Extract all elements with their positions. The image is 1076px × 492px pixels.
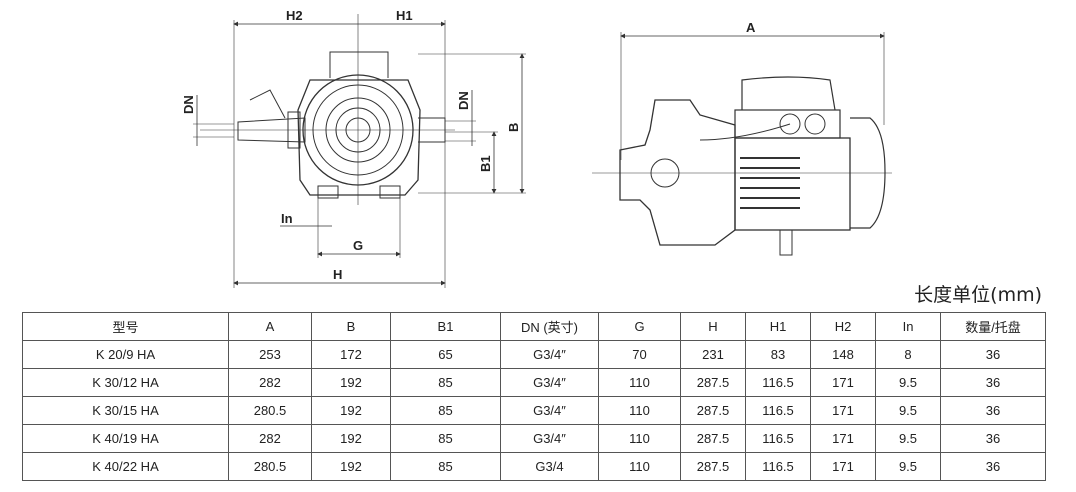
column-header: H <box>680 312 746 341</box>
table-cell: 9.5 <box>875 368 941 397</box>
table-cell: G3/4 <box>500 452 599 481</box>
dim-label-dn-right: DN <box>456 91 471 110</box>
table-cell: 192 <box>311 424 391 453</box>
table-cell: 85 <box>390 424 501 453</box>
table-cell: 171 <box>810 424 876 453</box>
technical-drawings: H2 H1 H G In B B1 DN DN A <box>181 8 892 288</box>
table-cell: 287.5 <box>680 396 746 425</box>
column-header: B <box>311 312 391 341</box>
table-cell: 192 <box>311 368 391 397</box>
dim-label-b: B <box>506 123 521 132</box>
table-cell: 280.5 <box>228 452 312 481</box>
column-header: B1 <box>390 312 501 341</box>
table-cell: 110 <box>598 368 681 397</box>
table-cell: 9.5 <box>875 452 941 481</box>
table-cell: 83 <box>745 340 811 369</box>
table-cell: 85 <box>390 452 501 481</box>
table-cell: 116.5 <box>745 396 811 425</box>
dim-label-g: G <box>353 238 363 253</box>
table-cell: 110 <box>598 452 681 481</box>
table-cell: 282 <box>228 368 312 397</box>
unit-label: 长度单位(mm) <box>914 284 1042 306</box>
table-cell: 192 <box>311 452 391 481</box>
table-cell: 280.5 <box>228 396 312 425</box>
column-header: H2 <box>810 312 876 341</box>
table-cell: 116.5 <box>745 452 811 481</box>
table-cell: G3/4″ <box>500 396 599 425</box>
table-cell: 116.5 <box>745 424 811 453</box>
front-view-drawing <box>193 14 526 288</box>
table-cell: 231 <box>680 340 746 369</box>
table-cell: 287.5 <box>680 368 746 397</box>
column-header: G <box>598 312 681 341</box>
column-header: A <box>228 312 312 341</box>
table-cell: 70 <box>598 340 681 369</box>
table-cell: 65 <box>390 340 501 369</box>
table-cell: 110 <box>598 424 681 453</box>
dim-label-a: A <box>746 20 756 35</box>
dim-label-dn-left: DN <box>181 95 196 114</box>
dim-label-b1: B1 <box>478 155 493 172</box>
dim-label-h2: H2 <box>286 8 303 23</box>
table-cell: 9.5 <box>875 424 941 453</box>
table-cell: 85 <box>390 368 501 397</box>
table-cell: K 40/19 HA <box>22 424 229 453</box>
table-cell: G3/4″ <box>500 368 599 397</box>
column-header: H1 <box>745 312 811 341</box>
table-cell: K 20/9 HA <box>22 340 229 369</box>
table-cell: 85 <box>390 396 501 425</box>
table-cell: 148 <box>810 340 876 369</box>
table-cell: 171 <box>810 368 876 397</box>
table-cell: 287.5 <box>680 452 746 481</box>
table-cell: 110 <box>598 396 681 425</box>
table-cell: 36 <box>940 424 1046 453</box>
dim-label-h: H <box>333 267 342 282</box>
table-cell: 253 <box>228 340 312 369</box>
table-cell: 36 <box>940 396 1046 425</box>
table-cell: 192 <box>311 396 391 425</box>
column-header: In <box>875 312 941 341</box>
column-header: DN (英寸) <box>500 312 599 341</box>
column-header: 型号 <box>22 312 229 341</box>
table-cell: 36 <box>940 368 1046 397</box>
table-cell: 172 <box>311 340 391 369</box>
table-cell: K 30/12 HA <box>22 368 229 397</box>
dim-label-h1: H1 <box>396 8 413 23</box>
table-cell: G3/4″ <box>500 424 599 453</box>
table-cell: G3/4″ <box>500 340 599 369</box>
table-cell: K 40/22 HA <box>22 452 229 481</box>
table-cell: K 30/15 HA <box>22 396 229 425</box>
table-cell: 116.5 <box>745 368 811 397</box>
side-view-drawing <box>592 32 892 256</box>
table-cell: 8 <box>875 340 941 369</box>
table-cell: 36 <box>940 452 1046 481</box>
table-cell: 36 <box>940 340 1046 369</box>
table-cell: 9.5 <box>875 396 941 425</box>
table-cell: 171 <box>810 396 876 425</box>
column-header: 数量/托盘 <box>940 312 1046 341</box>
table-cell: 287.5 <box>680 424 746 453</box>
table-cell: 171 <box>810 452 876 481</box>
table-cell: 282 <box>228 424 312 453</box>
dim-label-in: In <box>281 211 293 226</box>
